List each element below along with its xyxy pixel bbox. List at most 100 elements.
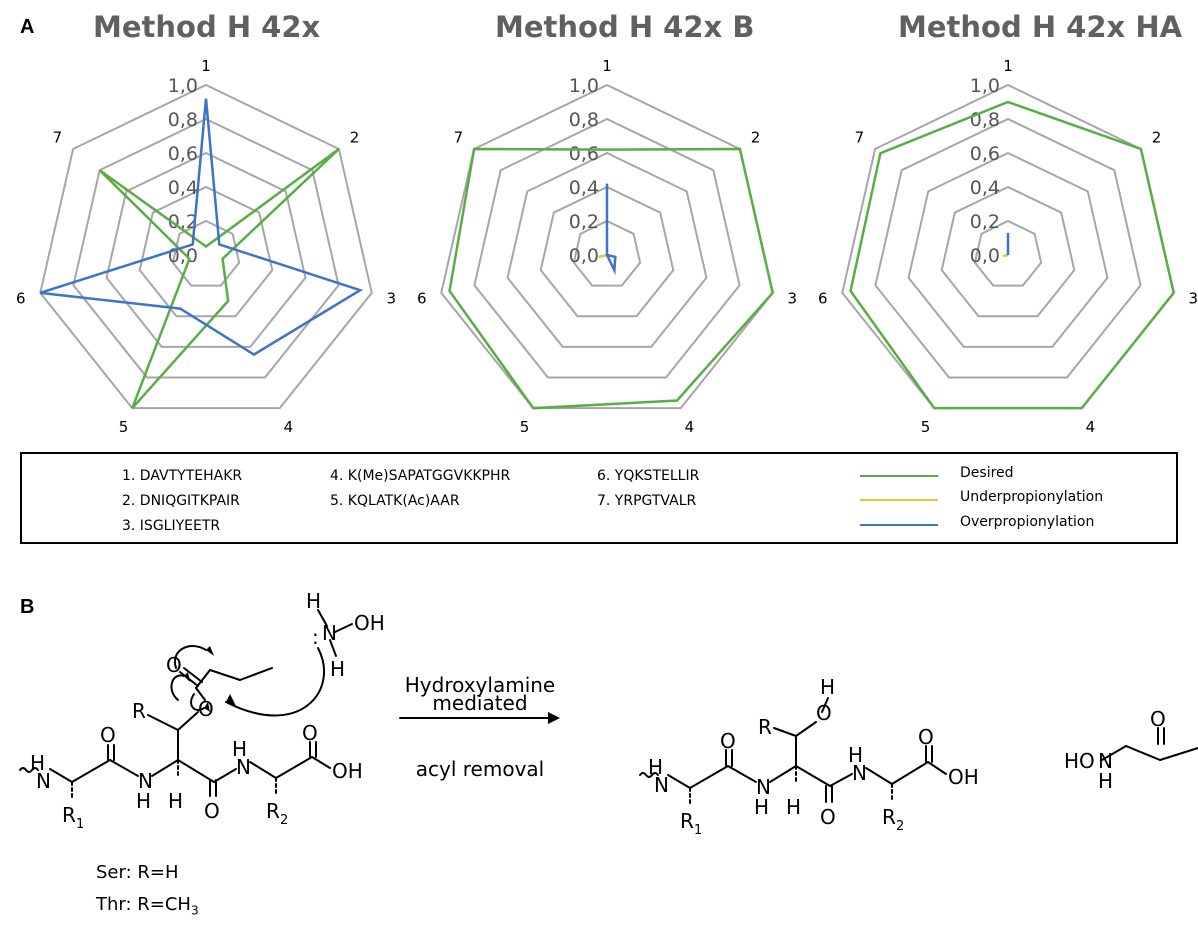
legend-line-underpropionylation xyxy=(860,499,938,501)
tick-label: 0,6 xyxy=(168,143,198,165)
axis-label-2: 2 xyxy=(751,129,761,147)
series-underpropionylation xyxy=(598,253,608,259)
grid-ring-3 xyxy=(907,151,1109,348)
ser-note: Ser: R=H xyxy=(96,862,179,883)
atom-right-n3: N xyxy=(852,761,867,785)
atom-left-o2: O xyxy=(204,799,220,823)
legend-label-overpropionylation: Overpropionylation xyxy=(960,514,1095,530)
atom-right-r2-sub: 2 xyxy=(896,819,904,834)
atom-left-o-carbonyl: O xyxy=(166,653,182,677)
atom-right-o-hydroxyl: O xyxy=(816,701,832,725)
arrow-label-mediated: mediated xyxy=(432,691,527,715)
tick-label: 0,4 xyxy=(168,177,198,199)
atom-left-r: R xyxy=(132,699,146,723)
atom-left-oh: OH xyxy=(332,759,363,783)
legend-peptide-1: 1. DAVTYTEHAKR xyxy=(122,468,243,484)
squiggle-bond xyxy=(19,767,39,773)
legend-line-desired xyxy=(860,475,938,477)
atom-ha-n: N xyxy=(322,621,337,645)
legend-label-desired: Desired xyxy=(960,465,1014,481)
atom-left-nh3: H xyxy=(232,737,247,761)
legend-peptide-5: 5. KQLATK(Ac)AAR xyxy=(330,493,460,509)
tick-label: 0,2 xyxy=(168,211,198,233)
axis-label-1: 1 xyxy=(602,57,612,75)
atom-right-nh3: H xyxy=(848,743,863,767)
tick-label: 0,8 xyxy=(569,109,599,131)
atom-right-oh: OH xyxy=(948,765,979,789)
axis-label-3: 3 xyxy=(1188,289,1198,307)
axis-label-3: 3 xyxy=(386,289,396,307)
thr-note-sub: 3 xyxy=(190,903,199,918)
axis-label-1: 1 xyxy=(201,57,211,75)
tick-label: 0,0 xyxy=(970,245,1000,267)
axis-label-1: 1 xyxy=(1003,57,1013,75)
atom-ha-h2: H xyxy=(330,657,345,681)
axis-label-4: 4 xyxy=(685,418,695,436)
axis-label-6: 6 xyxy=(818,289,828,307)
atom-ha-product-ho: HO xyxy=(1064,749,1095,773)
axis-label-3: 3 xyxy=(787,289,797,307)
atom-left-o1: O xyxy=(100,723,116,747)
tick-label: 0,0 xyxy=(569,245,599,267)
atom-right-r: R xyxy=(758,715,772,739)
atom-ha-product-o: O xyxy=(1150,707,1166,731)
grid-ring-2 xyxy=(539,185,675,318)
grid-ring-5 xyxy=(39,83,373,410)
tick-label: 0,4 xyxy=(569,177,599,199)
axis-label-5: 5 xyxy=(520,418,530,436)
atom-left-n2: N xyxy=(138,769,153,793)
atom-ha-product-h: H xyxy=(1098,769,1113,793)
axis-label-7: 7 xyxy=(855,129,865,147)
tick-label: 0,2 xyxy=(970,211,1000,233)
atom-left-o3: O xyxy=(302,721,318,745)
grid-ring-2 xyxy=(138,185,274,318)
atom-right-r1-sub: 1 xyxy=(694,823,702,838)
grid-ring-1 xyxy=(973,219,1043,287)
atom-left-r2-sub: 2 xyxy=(280,813,288,828)
grid-ring-3 xyxy=(105,151,307,348)
axis-label-2: 2 xyxy=(350,129,360,147)
tick-label: 1,0 xyxy=(569,75,599,97)
legend-peptide-3: 3. ISGLIYEETR xyxy=(122,518,221,534)
atom-ha-oh: OH xyxy=(354,611,385,635)
atom-right-h: H xyxy=(648,755,663,779)
axis-label-7: 7 xyxy=(53,129,63,147)
legend-box: 1. DAVTYTEHAKR 2. DNIQGITKPAIR 3. ISGLIY… xyxy=(20,452,1178,544)
grid-ring-1 xyxy=(171,219,241,287)
atom-ha-lone-pair: : xyxy=(312,625,319,649)
atom-right-ha: H xyxy=(786,795,801,819)
tick-label: 1,0 xyxy=(168,75,198,97)
grid-ring-3 xyxy=(506,151,708,348)
axis-label-4: 4 xyxy=(1086,418,1096,436)
legend-line-overpropionylation xyxy=(860,524,938,526)
thr-note: Thr: R=CH3 xyxy=(96,894,199,918)
atom-right-o3: O xyxy=(918,725,934,749)
atom-left-n3: N xyxy=(236,755,251,779)
axis-label-4: 4 xyxy=(284,418,294,436)
atom-ha-product-n: N xyxy=(1098,749,1113,773)
arrow-label-hydroxylamine: Hydroxylamine xyxy=(405,673,555,697)
chart-title-2: Method H 42x B xyxy=(495,10,755,44)
atom-right-r2: R xyxy=(882,805,896,829)
chart-title-1: Method H 42x xyxy=(93,10,321,44)
series-underpropionylation xyxy=(1002,253,1009,258)
atom-right-o1: O xyxy=(720,729,736,753)
atom-left-o-ester: O xyxy=(198,697,214,721)
series-desired xyxy=(448,147,775,410)
tick-label: 0,6 xyxy=(970,143,1000,165)
axis-label-6: 6 xyxy=(417,289,427,307)
atom-right-nh2: H xyxy=(754,795,769,819)
atom-left-r1-sub: 1 xyxy=(76,817,84,832)
atom-right-hydroxyl-h: H xyxy=(820,675,835,699)
axis-label-5: 5 xyxy=(119,418,129,436)
legend-label-underpropionylation: Underpropionylation xyxy=(960,489,1104,505)
legend-peptide-7: 7. YRPGTVALR xyxy=(597,493,697,509)
atom-left-ha: H xyxy=(168,789,183,813)
atom-left-r2: R xyxy=(266,799,280,823)
atom-left-n: N xyxy=(36,769,51,793)
series-desired xyxy=(98,147,340,409)
legend-peptide-6: 6. YQKSTELLIR xyxy=(597,468,700,484)
grid-ring-4 xyxy=(874,117,1142,379)
